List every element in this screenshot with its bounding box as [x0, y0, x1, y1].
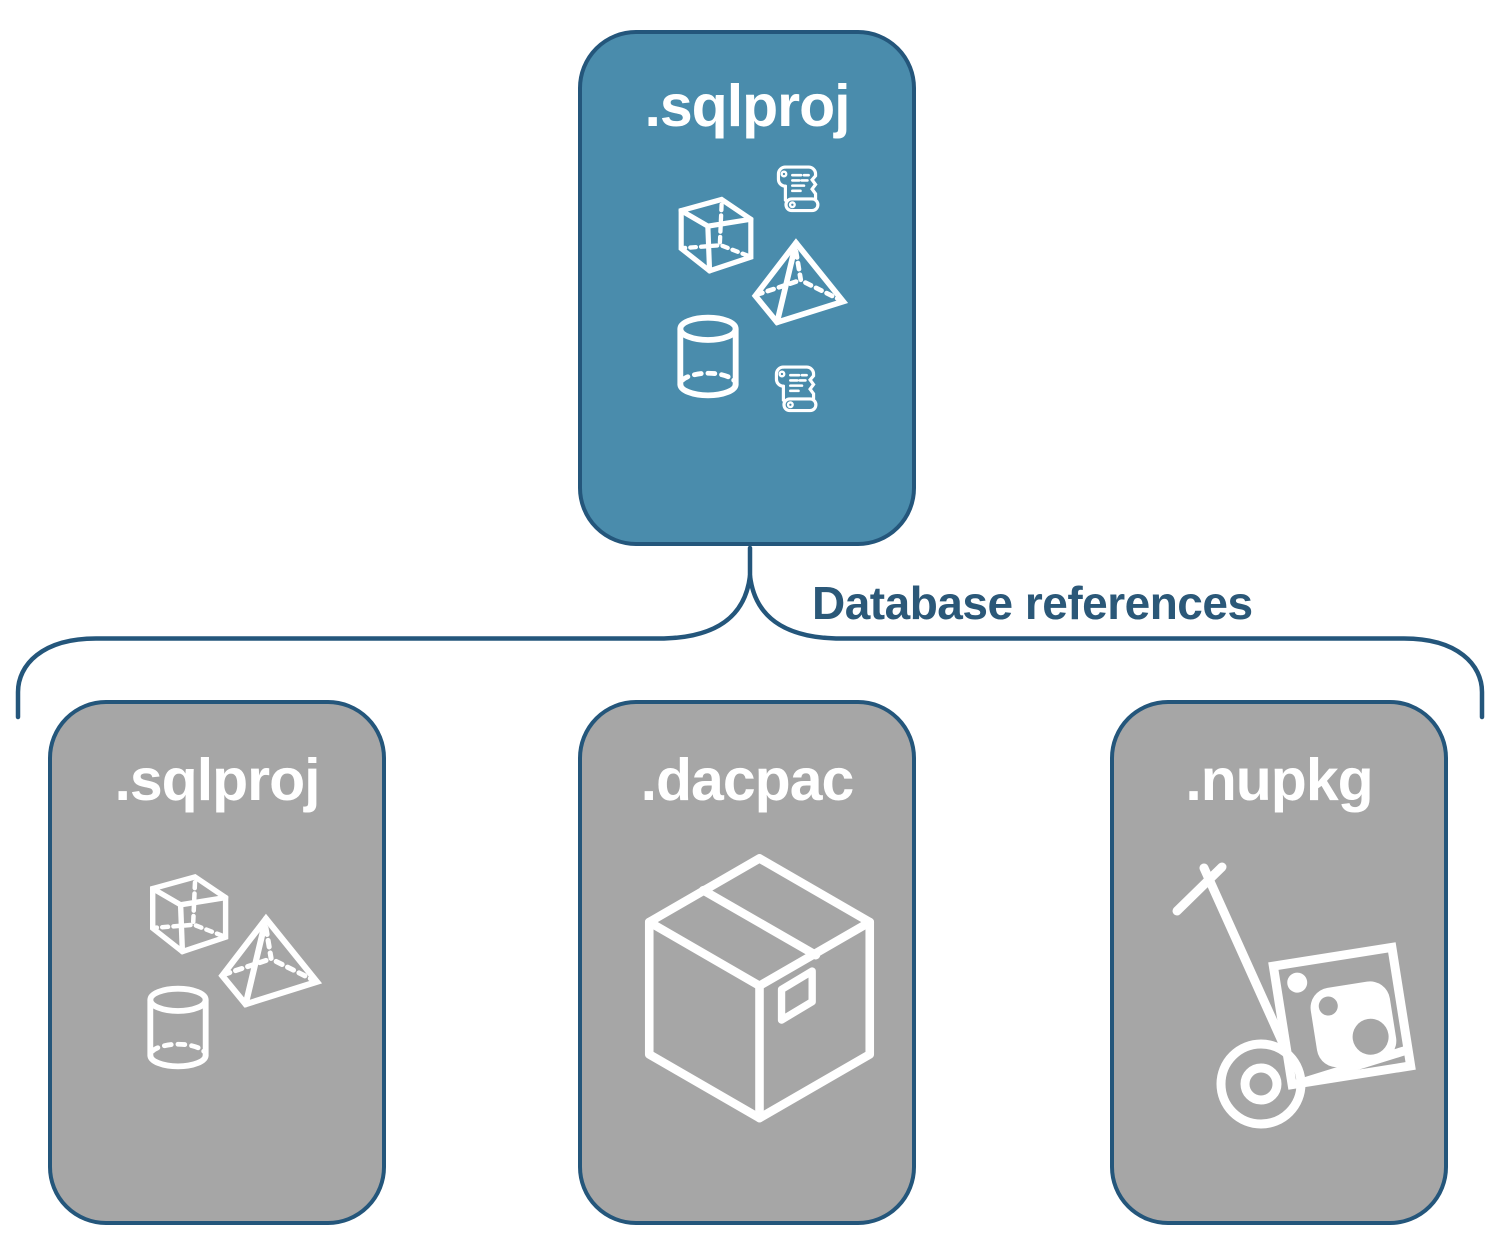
- package-box-icon: [644, 854, 875, 1123]
- cylinder-icon: [147, 985, 209, 1070]
- connector-label: Database references: [812, 577, 1253, 629]
- brace-right: [747, 573, 1485, 720]
- node-sqlproj-child: .sqlproj: [48, 700, 386, 1225]
- cylinder-icon: [677, 314, 739, 399]
- scroll-icon: [774, 365, 818, 413]
- node-sqlproj-root: .sqlproj: [578, 30, 916, 546]
- node-title: .sqlproj: [644, 73, 850, 139]
- nuget-handtruck-icon: [1172, 862, 1416, 1129]
- pyramid-icon: [751, 238, 849, 326]
- cube-icon: [150, 873, 229, 955]
- node-title: .dacpac: [640, 747, 855, 813]
- cube-icon: [678, 196, 754, 274]
- brace-left: [15, 545, 753, 720]
- node-title: .sqlproj: [114, 747, 320, 813]
- scroll-icon: [776, 165, 820, 213]
- node-title: .nupkg: [1185, 747, 1373, 813]
- node-nupkg-child: .nupkg: [1110, 700, 1448, 1225]
- node-dacpac-child: .dacpac: [578, 700, 916, 1225]
- pyramid-icon: [218, 913, 323, 1008]
